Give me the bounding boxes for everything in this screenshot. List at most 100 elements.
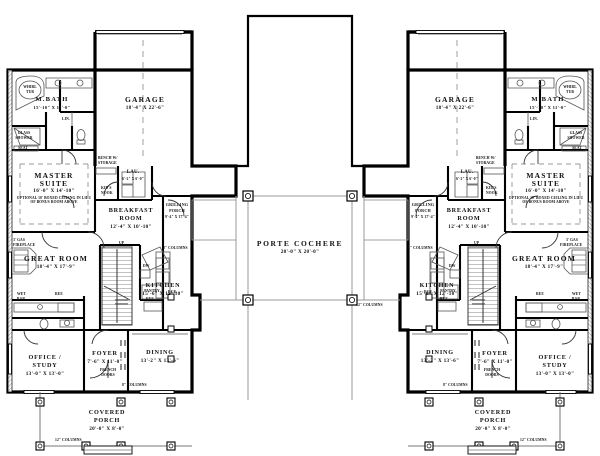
fixture-label-whirlpool-tub: WHIRL: [23, 85, 37, 89]
annotation-kitchen-columns: 8" COLUMNS: [163, 246, 188, 250]
fixture-label-stairs-up-right: UP: [474, 241, 480, 245]
room-label-covered-porch: COVERED: [88, 409, 126, 416]
fixture-label-range-right: RGE.: [424, 290, 434, 294]
room-label-breakfast-right: BREAKFAST: [446, 207, 492, 214]
room-label-office-2: STUDY: [32, 362, 58, 369]
fixture-label-kitchen-ref-right: REF.: [440, 297, 449, 301]
fixture-label-stairs-up: UP: [119, 241, 125, 245]
fixture-label-kids-nook-2: NOOK: [101, 191, 113, 195]
annotation-porch-columns-right: 12" COLUMNS: [520, 438, 547, 442]
room-label-master-bath-right: M.BATH: [531, 96, 565, 103]
fixture-label-wet-bar-right-2: BAR: [572, 297, 581, 301]
room-dim-office: 13'-0" X 13'-0": [25, 371, 65, 377]
room-dim-master-suite: 16'-0" X 14'-10": [33, 188, 75, 194]
fixture-label-kitchen-ref: REF.: [146, 297, 155, 301]
room-label-dining-right: DINING: [426, 349, 454, 356]
annotation-french-doors-right-2: DOORS: [485, 373, 499, 377]
room-label-master-suite-right-2: SUITE: [531, 179, 561, 188]
room-label-office-right: OFFICE /: [538, 354, 572, 361]
room-dim-kitchen-right: 15'-6" X 12'-10": [416, 291, 458, 297]
fixture-label-glass-shower: GLASS: [17, 131, 31, 135]
fixture-label-seat-right: SEAT: [572, 146, 582, 150]
room-dim-master-suite-right: 16'-0" X 14'-10": [525, 188, 567, 194]
room-dim-office-right: 13'-0" X 13'-0": [535, 371, 575, 377]
room-label-covered-porch-right-2: PORCH: [479, 417, 507, 424]
fixture-label-linen: LIN.: [62, 117, 70, 121]
fixture-label-whirlpool-tub-2: TUB: [26, 90, 34, 94]
fixture-label-dishwasher: DW: [143, 264, 150, 268]
room-dim-dining: 13'-2" X 13'-6": [140, 358, 180, 364]
fixture-label-fireplace-2: FIREPLACE: [13, 243, 36, 247]
annotation-french-doors: FRENCH: [99, 368, 117, 372]
master-suite-ceiling-note: OPTIONAL 10' BOXED CEILING IN LIEU OF BO…: [16, 196, 92, 205]
room-dim-great-room: 18'-4" X 17'-9": [36, 264, 76, 270]
fixture-label-dishwasher-right: DW: [449, 264, 456, 268]
room-label-master-suite-2: SUITE: [39, 179, 69, 188]
room-dim-master-bath: 15'-10" X 11'-0": [33, 105, 71, 110]
room-label-porte-cochere: PORTE COCHERE: [256, 239, 344, 248]
fixture-label-linen-right: LIN.: [530, 117, 538, 121]
room-dim-grilling-porch: 9'-4" X 17'-4": [165, 215, 189, 219]
room-dim-kitchen: 15'-6" X 12'-10": [142, 291, 184, 297]
fixture-label-bench-storage: BENCH W/: [98, 156, 118, 160]
room-label-garage: GARAGE: [124, 95, 166, 104]
fixture-label-fireplace: 3' GAS: [13, 238, 25, 242]
fixture-label-kids-nook: KID'S: [101, 186, 112, 190]
fixture-label-bench-storage-right-2: STORAGE: [476, 161, 495, 165]
room-label-kitchen-right: KITCHEN: [419, 282, 455, 289]
fixture-label-bar-ref-right: REF.: [536, 292, 545, 296]
room-dim-foyer-right: 7'-6" X 11'-0": [477, 359, 513, 365]
room-dim-master-bath-right: 15'-10" X 11'-0": [529, 105, 567, 110]
room-label-grilling-porch-2: PORCH: [169, 208, 185, 213]
room-label-master-suite-right: MASTER: [526, 171, 566, 180]
room-dim-covered-porch-right: 20'-0" X 8'-0": [475, 426, 511, 432]
fixture-label-glass-shower-2: SHOWER: [15, 136, 33, 140]
room-label-covered-porch-2: PORCH: [93, 417, 121, 424]
room-dim-great-room-right: 18'-4" X 17'-9": [524, 264, 564, 270]
room-label-great-room: GREAT ROOM: [23, 254, 89, 263]
fixture-label-whirlpool-tub-right-2: TUB: [566, 90, 574, 94]
room-label-foyer: FOYER: [92, 350, 118, 357]
master-suite-ceiling-note-right: OPTIONAL 10' BOXED CEILING IN LIEU OF BO…: [508, 196, 584, 205]
room-label-grilling-porch: GRILLING: [165, 202, 189, 207]
room-dim-dining-right: 13'-2" X 13'-6": [420, 358, 460, 364]
room-label-master-suite: MASTER: [34, 171, 74, 180]
room-label-office-right-2: STUDY: [542, 362, 568, 369]
room-label-breakfast-right-2: ROOM: [457, 215, 481, 222]
room-label-grilling-porch-right: GRILLING: [411, 202, 435, 207]
annotation-center-columns: 12" COLUMNS: [356, 303, 383, 307]
room-dim-garage-right: 18'-4" X 22'-6": [435, 105, 475, 111]
room-dim-laundry: 6'-2" X 6'-0": [122, 177, 144, 181]
fixture-label-kids-nook-right-2: NOOK: [486, 191, 498, 195]
room-label-kitchen: KITCHEN: [145, 282, 181, 289]
annotation-kitchen-columns-right: 8" COLUMNS: [408, 246, 433, 250]
room-dim-breakfast: 12'-4" X 10'-10": [110, 224, 152, 230]
annotation-french-doors-2: DOORS: [101, 373, 115, 377]
room-dim-grilling-porch-right: 9'-4" X 17'-4": [411, 215, 435, 219]
room-dim-foyer: 7'-6" X 11'-0": [87, 359, 123, 365]
room-label-covered-porch-right: COVERED: [474, 409, 512, 416]
room-dim-garage: 18'-4" X 22'-6": [125, 105, 165, 111]
fixture-label-fireplace-right: 3' GAS: [566, 238, 578, 242]
fixture-label-bar-ref: REF.: [55, 292, 64, 296]
room-label-garage-right: GARAGE: [434, 95, 476, 104]
fixture-label-wet-bar-2: BAR: [17, 297, 26, 301]
annotation-dining-columns: 8" COLUMNS: [122, 383, 147, 387]
annotation-dining-columns-right: 8" COLUMNS: [443, 383, 468, 387]
room-label-grilling-porch-right-2: PORCH: [415, 208, 431, 213]
fixture-label-whirlpool-tub-right: WHIRL: [563, 85, 577, 89]
room-label-breakfast-2: ROOM: [119, 215, 143, 222]
fixture-label-wet-bar-right: WET: [572, 292, 581, 296]
room-dim-covered-porch: 20'-0" X 8'-0": [89, 426, 125, 432]
fixture-label-bench-storage-right: BENCH W/: [476, 156, 496, 160]
room-dim-laundry-right: 6'-2" X 6'-0": [456, 177, 478, 181]
room-dim-breakfast-right: 12'-4" X 10'-10": [448, 224, 490, 230]
room-label-master-bath: M.BATH: [35, 96, 69, 103]
room-label-laundry: LAU.: [126, 170, 140, 175]
fixture-label-glass-shower-right-2: SHOWER: [567, 136, 585, 140]
room-label-office: OFFICE /: [28, 354, 62, 361]
fixture-label-range: RGE.: [168, 290, 178, 294]
fixture-label-pantry-right: PANTRY: [440, 289, 456, 293]
